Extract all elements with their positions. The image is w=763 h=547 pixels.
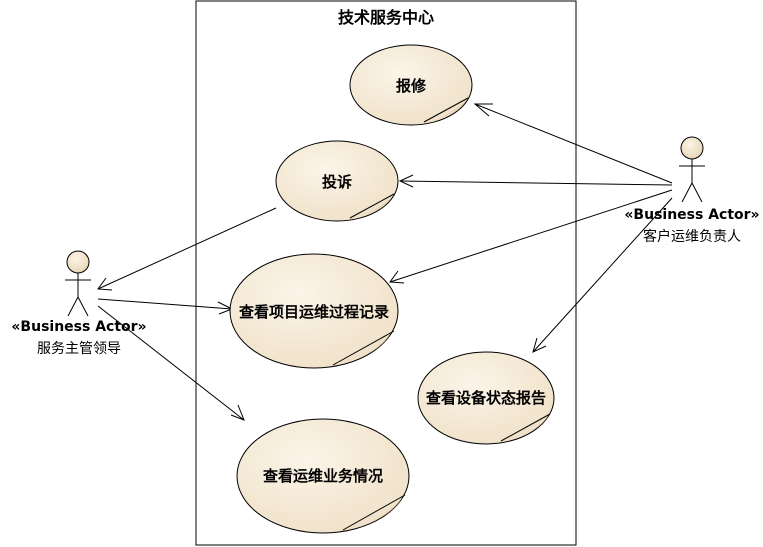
usecase-device-status[interactable]: 查看设备状态报告 — [417, 351, 555, 445]
assoc-customer-complain — [399, 180, 673, 186]
usecase-complain-label: 投诉 — [322, 173, 352, 191]
usecase-repair[interactable]: 报修 — [349, 44, 473, 126]
actor-customer-ops-stereotype: «Business Actor» — [624, 207, 759, 223]
usecase-project-records-label: 查看项目运维过程记录 — [239, 303, 389, 321]
actor-service-lead[interactable]: «Business Actor» 服务主管领导 — [11, 250, 147, 357]
arrowhead-ops — [230, 404, 245, 421]
assoc-lead-records — [97, 298, 233, 310]
actor-customer-ops[interactable]: «Business Actor» 客户运维负责人 — [624, 136, 760, 245]
actor-service-lead-name: 服务主管领导 — [37, 341, 121, 357]
associations — [97, 103, 673, 421]
arrowhead-complain — [398, 174, 414, 188]
actor-customer-ops-name: 客户运维负责人 — [643, 228, 741, 245]
usecase-ops-status[interactable]: 查看运维业务情况 — [236, 418, 410, 534]
assoc-customer-device — [532, 197, 673, 353]
assoc-complain-lead — [97, 207, 277, 290]
usecase-complain[interactable]: 投诉 — [275, 140, 399, 222]
assoc-lead-ops — [97, 305, 245, 421]
actor-service-lead-figure — [65, 250, 91, 317]
assoc-customer-records — [389, 189, 673, 283]
actor-customer-ops-figure — [679, 136, 705, 203]
usecase-device-status-label: 查看设备状态报告 — [426, 389, 546, 407]
arrowhead-lead — [97, 277, 113, 291]
assoc-customer-repair — [474, 103, 673, 184]
arrowhead-repair — [473, 103, 493, 117]
actor-service-lead-stereotype: «Business Actor» — [11, 319, 146, 335]
boundary-title: 技术服务中心 — [338, 8, 434, 27]
arrowhead-records-customer — [389, 270, 405, 284]
usecase-project-records[interactable]: 查看项目运维过程记录 — [229, 253, 399, 369]
arrowhead-device — [532, 337, 547, 353]
usecase-repair-label: 报修 — [396, 77, 427, 95]
usecase-ops-status-label: 查看运维业务情况 — [263, 467, 383, 485]
